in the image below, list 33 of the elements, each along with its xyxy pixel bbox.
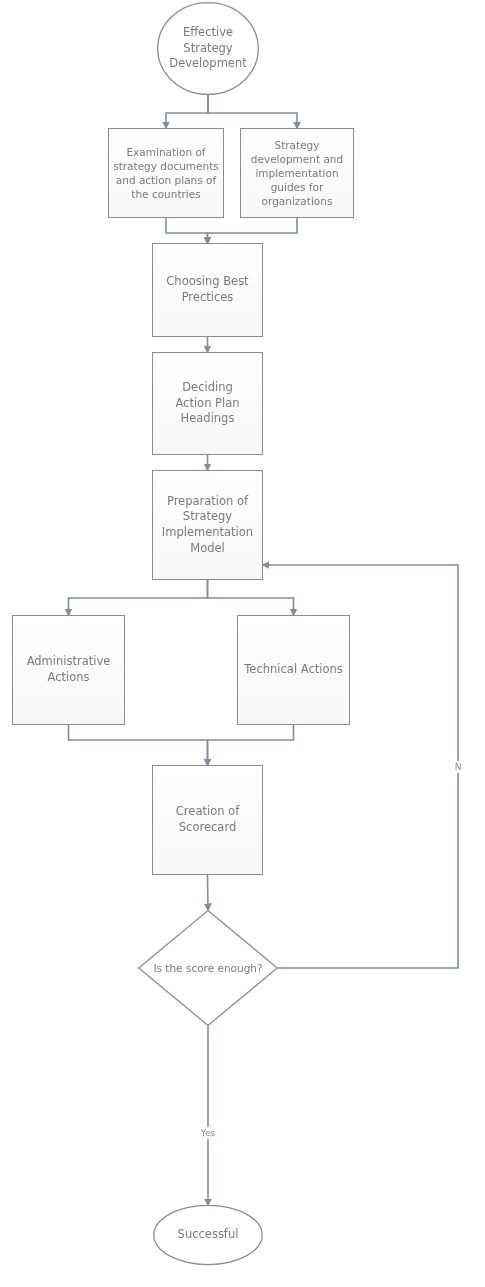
node-label: Preparation of Strategy Implementation Model xyxy=(160,493,255,557)
process-box xyxy=(152,352,263,455)
arrow xyxy=(203,336,212,354)
terminal-ellipse xyxy=(153,1205,263,1265)
node-label: Successful xyxy=(177,1227,239,1243)
process-box xyxy=(152,243,263,337)
terminal-ellipse xyxy=(157,2,259,95)
process-box xyxy=(237,615,350,725)
arrow xyxy=(204,1025,212,1207)
arrow xyxy=(206,579,298,617)
node-label: Deciding Action Plan Headings xyxy=(174,380,241,427)
arrow xyxy=(203,874,212,912)
node-label: Creation of Scorecard xyxy=(174,804,241,836)
process-box xyxy=(12,615,125,725)
decision-diamond xyxy=(138,910,278,1026)
arrow xyxy=(203,217,298,245)
arrow xyxy=(203,454,212,472)
process-box xyxy=(152,765,263,875)
edge-label: N xyxy=(454,760,462,773)
node-label: Administrative Actions xyxy=(25,654,112,686)
arrow xyxy=(203,724,295,767)
node-label: Choosing Best Prectices xyxy=(165,274,250,306)
node-label: Technical Actions xyxy=(244,662,343,678)
node-label: Is the score enough? xyxy=(153,960,263,976)
arrow xyxy=(207,94,301,130)
process-box xyxy=(152,470,263,580)
edge-label: Yes xyxy=(200,1127,216,1140)
node-label: Examination of strategy documents and action plans of the countries xyxy=(112,144,220,202)
process-box xyxy=(240,128,354,218)
arrow xyxy=(261,561,459,969)
node-label: Effective Strategy Development xyxy=(169,25,247,72)
process-box xyxy=(108,128,224,218)
node-label: Strategy development and implementation guides for organizations xyxy=(249,137,345,209)
